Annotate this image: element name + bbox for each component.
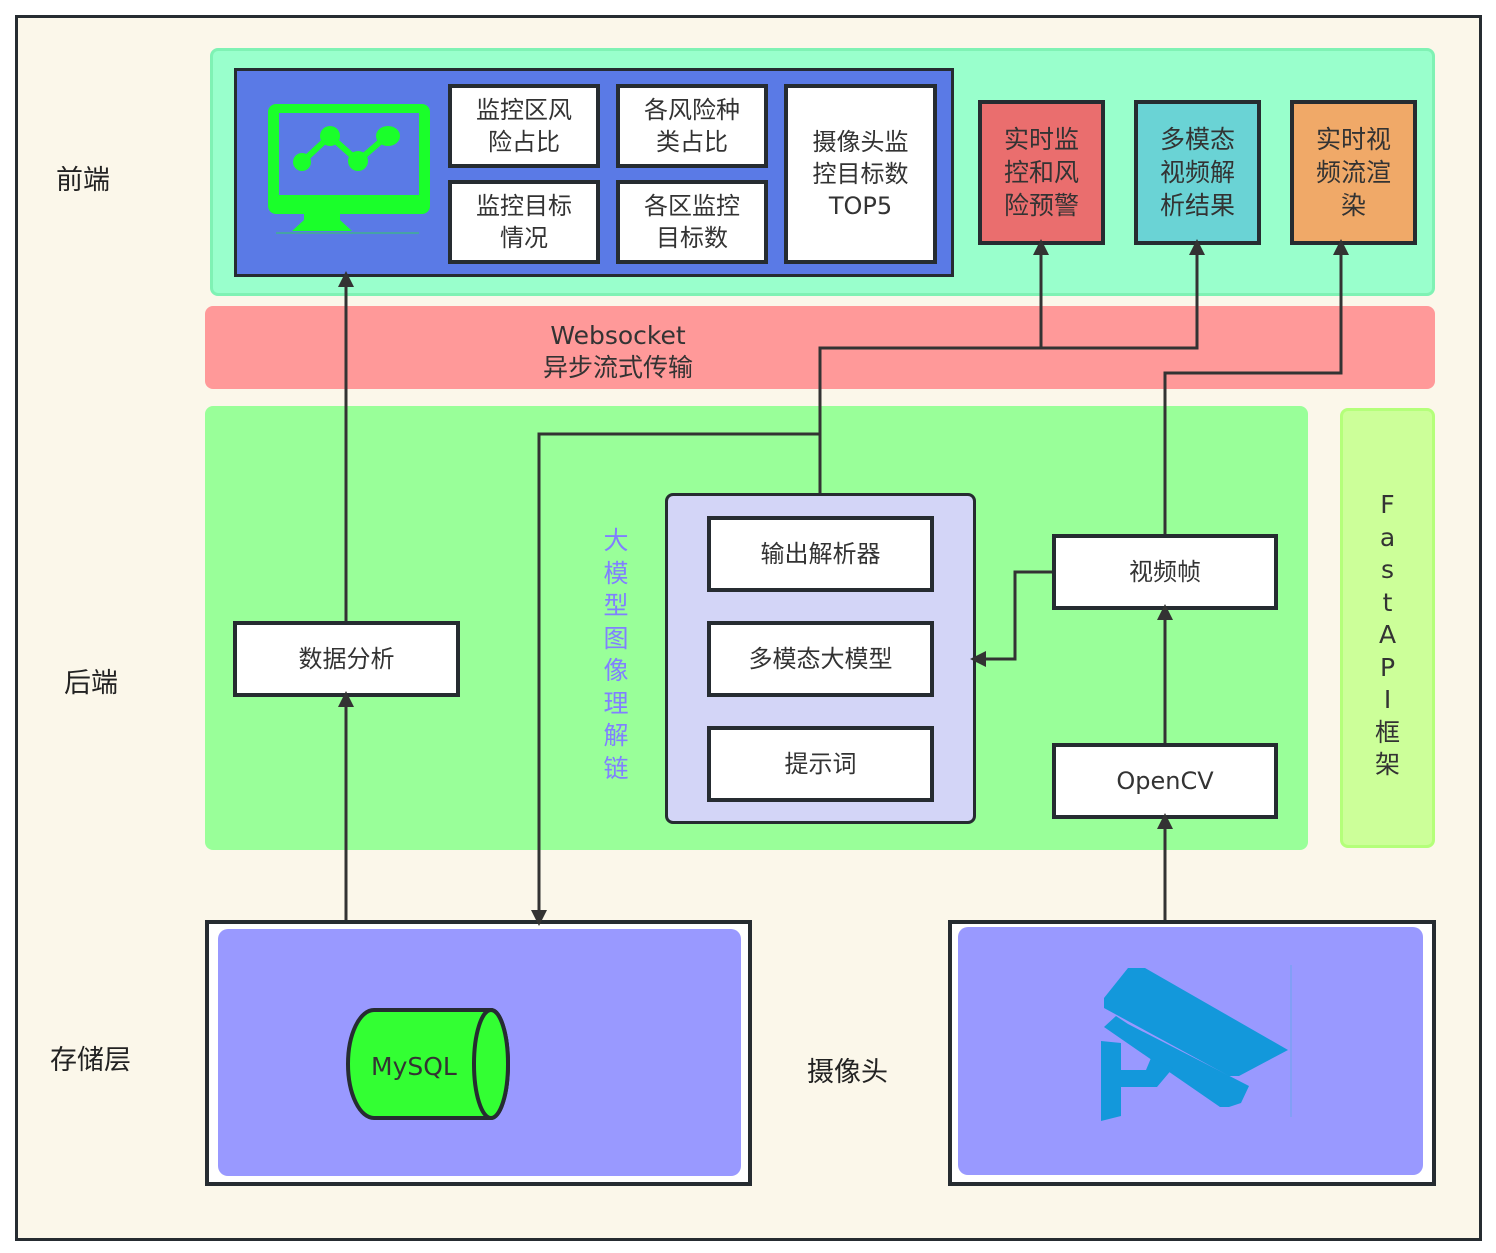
module-multimodal-result[interactable]: 多模态视频解析结果 (1134, 100, 1261, 245)
card-risk-type-ratio[interactable]: 各风险种类占比 (616, 84, 768, 168)
vertical-char: 大 (603, 526, 629, 555)
prompt-box[interactable]: 提示词 (707, 726, 934, 802)
layer-label-backend: 后端 (64, 668, 118, 699)
vertical-char: 框 (1374, 717, 1400, 747)
card-target-status[interactable]: 监控目标情况 (448, 180, 600, 264)
websocket-title: Websocket (550, 321, 686, 350)
monitor-chart-icon (268, 104, 430, 234)
video-frame-label: 视频帧 (1129, 558, 1201, 586)
vertical-char: I (1383, 685, 1392, 714)
card-camera-top5[interactable]: 摄像头监控目标数TOP5 (784, 84, 937, 264)
vertical-char: 像 (603, 656, 629, 685)
vertical-char: s (1380, 555, 1395, 584)
module-label: 实时视频流渲染 (1315, 125, 1391, 220)
module-video-render[interactable]: 实时视频流渲染 (1290, 100, 1417, 245)
layer-label-storage: 存储层 (50, 1045, 131, 1076)
llm-chain-label: 大模型图像理解链 (598, 525, 634, 785)
module-realtime-alert[interactable]: 实时监控和风险预警 (978, 100, 1105, 245)
vertical-char: 型 (603, 591, 629, 620)
vertical-char: F (1380, 490, 1395, 519)
module-label: 实时监控和风险预警 (1003, 125, 1079, 220)
mysql-label: MySQL (371, 1052, 457, 1081)
opencv-box[interactable]: OpenCV (1052, 743, 1278, 819)
security-camera-icon (1101, 965, 1292, 1121)
vertical-char: t (1382, 587, 1393, 617)
multimodal-llm-label: 多模态大模型 (748, 645, 893, 673)
card-label: 各风险种类占比 (644, 96, 740, 156)
opencv-label: OpenCV (1116, 767, 1214, 795)
card-label: 各区监控目标数 (644, 192, 740, 252)
data-analysis-box[interactable]: 数据分析 (233, 621, 460, 697)
websocket-transport-bar: Websocket 异步流式传输 (205, 306, 1435, 389)
database-icon (346, 1008, 510, 1120)
card-label: 摄像头监控目标数TOP5 (812, 128, 909, 220)
vertical-char: 模 (603, 558, 629, 588)
vertical-char: 架 (1374, 750, 1400, 779)
module-label: 多模态视频解析结果 (1159, 125, 1235, 220)
websocket-subtitle: 异步流式传输 (542, 353, 693, 382)
layer-label-camera: 摄像头 (807, 1057, 888, 1088)
card-label: 监控目标情况 (476, 192, 572, 252)
output-parser-box[interactable]: 输出解析器 (707, 516, 934, 592)
vertical-char: a (1379, 522, 1396, 552)
card-label: 监控区风险占比 (476, 96, 572, 156)
vertical-char: P (1379, 652, 1396, 682)
vertical-char: 链 (603, 753, 629, 783)
card-region-risk-ratio[interactable]: 监控区风险占比 (448, 84, 600, 168)
vertical-char: 图 (603, 623, 629, 653)
data-analysis-label: 数据分析 (298, 645, 395, 673)
layer-label-frontend: 前端 (56, 165, 110, 196)
vertical-char: A (1378, 620, 1397, 649)
output-parser-label: 输出解析器 (760, 540, 881, 568)
camera-panel (958, 927, 1423, 1175)
storage-panel: MySQL (218, 929, 741, 1176)
multimodal-llm-box[interactable]: 多模态大模型 (707, 621, 934, 697)
prompt-label: 提示词 (784, 750, 857, 778)
video-frame-box[interactable]: 视频帧 (1052, 534, 1278, 610)
vertical-char: 理 (603, 688, 629, 718)
card-region-target-count[interactable]: 各区监控目标数 (616, 180, 768, 264)
vertical-char: 解 (603, 721, 629, 750)
websocket-label: Websocket 异步流式传输 (538, 320, 698, 384)
